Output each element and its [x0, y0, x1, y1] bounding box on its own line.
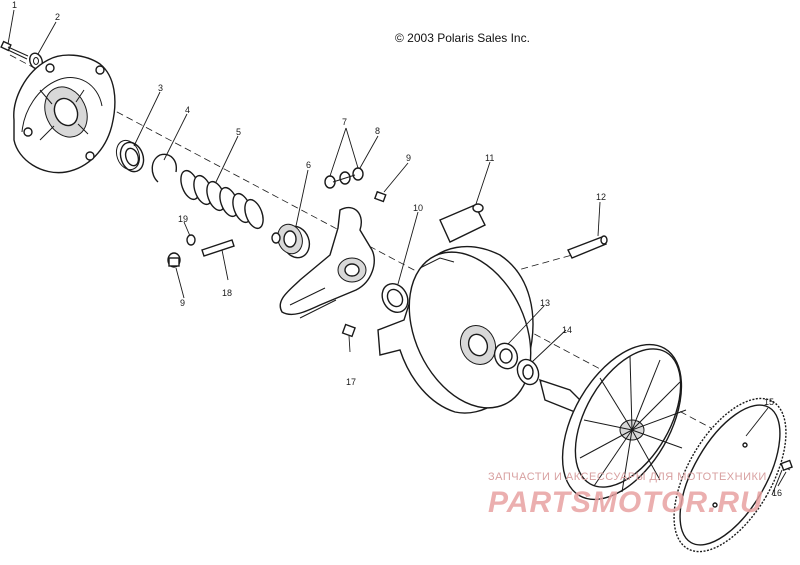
roller-part-6	[271, 223, 311, 259]
pin-part-12	[567, 235, 608, 259]
clip-part-11	[439, 203, 486, 243]
ring-gear-part-15	[673, 397, 787, 553]
callout-13: 13	[540, 298, 550, 308]
callout-labels: 1 2 3 4 5 6 7 8 9 9 10 11 12 13 14 15 16…	[12, 0, 782, 498]
spring-part-5	[180, 169, 264, 230]
callout-2: 2	[55, 12, 60, 22]
callout-9-lower: 9	[180, 298, 185, 308]
watermark: ЗАПЧАСТИ И АКСЕССУАРЫ ДЛЯ МОТОТЕХНИКИ PA…	[488, 471, 767, 519]
callout-12: 12	[596, 192, 606, 202]
leader-lines	[7, 9, 787, 487]
callout-10: 10	[413, 203, 423, 213]
callout-6: 6	[306, 160, 311, 170]
callout-16: 16	[772, 488, 782, 498]
cover-plate	[13, 54, 116, 174]
callout-14: 14	[562, 325, 572, 335]
drive-sheave-moveable	[377, 245, 534, 414]
snap-ring-part-4	[151, 153, 177, 183]
callout-5: 5	[236, 127, 241, 137]
callout-17: 17	[346, 377, 356, 387]
callout-7: 7	[342, 117, 347, 127]
copyright-text: © 2003 Polaris Sales Inc.	[395, 31, 530, 45]
assembly-axis-line	[9, 54, 791, 471]
callout-8: 8	[375, 126, 380, 136]
bushing-part-13	[493, 342, 519, 370]
nut-part-9-upper	[373, 190, 387, 203]
callout-15: 15	[764, 397, 774, 407]
callout-19: 19	[178, 214, 188, 224]
spacer-part-14	[516, 358, 540, 386]
bushing-part-10	[381, 282, 409, 314]
bolt-part-1	[0, 40, 29, 60]
callout-1: 1	[12, 0, 17, 10]
spider-arm-bracket	[279, 206, 375, 319]
callout-3: 3	[158, 83, 163, 93]
roller-washer-parts-7-8	[324, 167, 364, 189]
callout-11: 11	[485, 153, 494, 163]
callout-18: 18	[222, 288, 232, 298]
stationary-sheave	[539, 343, 687, 501]
bushing-part-3	[115, 139, 145, 173]
callout-4: 4	[185, 105, 190, 115]
pin-group-left	[167, 234, 235, 268]
nut-part-17	[341, 323, 356, 338]
watermark-brand: PARTSMOTOR.RU	[488, 486, 763, 519]
watermark-tagline: ЗАПЧАСТИ И АКСЕССУАРЫ ДЛЯ МОТОТЕХНИКИ	[488, 471, 767, 483]
bolt-part-16	[771, 459, 793, 496]
callout-9-upper: 9	[406, 153, 411, 163]
